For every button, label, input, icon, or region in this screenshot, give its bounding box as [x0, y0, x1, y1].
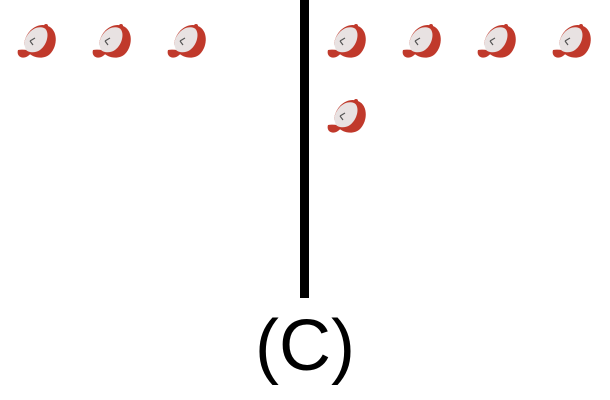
baseball-cap-icon: [324, 20, 370, 64]
baseball-cap-icon: [164, 20, 210, 64]
right-group: [310, 0, 610, 300]
baseball-cap-icon: [89, 20, 135, 64]
divider-line: [300, 0, 309, 298]
baseball-cap-icon: [324, 95, 370, 139]
baseball-cap-icon: [399, 20, 445, 64]
caption-label: (C): [255, 306, 355, 386]
baseball-cap-icon: [549, 20, 595, 64]
left-group: [0, 0, 300, 300]
baseball-cap-icon: [14, 20, 60, 64]
baseball-cap-icon: [474, 20, 520, 64]
